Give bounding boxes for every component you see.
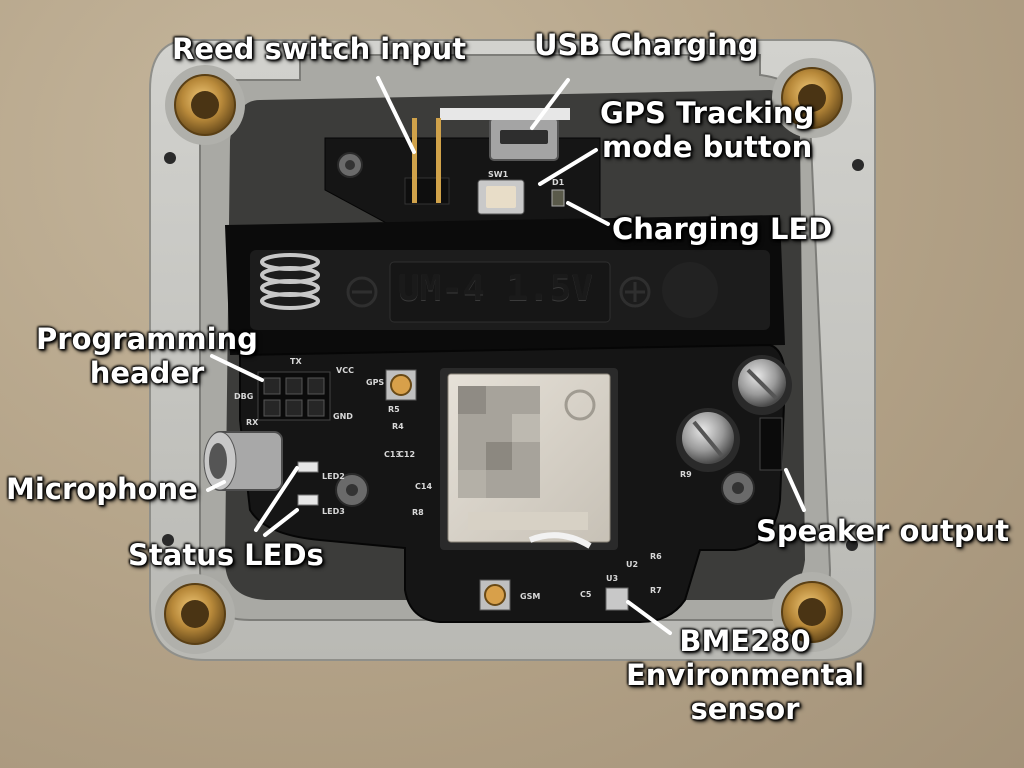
label-status-leds: Status LEDs bbox=[128, 538, 324, 572]
label-gps-button-line2: mode button bbox=[601, 130, 813, 164]
label-reed-switch: Reed switch input bbox=[172, 32, 467, 66]
silk-led3: LED3 bbox=[322, 507, 345, 516]
silk-r7: R7 bbox=[650, 586, 662, 595]
silk-u2: U2 bbox=[626, 560, 639, 569]
label-bme280-line3: sensor bbox=[690, 692, 800, 726]
silk-c12: C12 bbox=[398, 450, 416, 459]
silk-u3: U3 bbox=[606, 574, 619, 583]
label-speaker-output: Speaker output bbox=[756, 514, 1010, 548]
hole-bl bbox=[162, 534, 174, 546]
speaker-header bbox=[759, 417, 783, 471]
silk-rx: RX bbox=[246, 418, 259, 427]
label-usb-charging: USB Charging bbox=[534, 28, 759, 62]
silk-gps: GPS bbox=[366, 378, 385, 387]
silk-d1: D1 bbox=[552, 178, 565, 187]
label-programming-line2: header bbox=[89, 356, 205, 390]
microphone-part bbox=[203, 431, 283, 491]
label-charging-led: Charging LED bbox=[612, 212, 833, 246]
silk-r4: R4 bbox=[392, 422, 404, 431]
silk-vcc: VCC bbox=[336, 366, 354, 375]
silk-c13: C13 bbox=[384, 450, 402, 459]
bme280-chip bbox=[605, 587, 629, 611]
label-gps-button: GPS Tracking mode button bbox=[600, 96, 814, 164]
silk-r6: R6 bbox=[650, 552, 662, 561]
label-bme280: BME280 Environmental sensor bbox=[620, 624, 870, 726]
label-bme280-line2: Environmental bbox=[625, 658, 865, 692]
reed-switch-header bbox=[404, 177, 450, 205]
brass-insert-bottom-left bbox=[155, 574, 235, 654]
battery-spring bbox=[260, 253, 320, 310]
silk-gnd: GND bbox=[333, 412, 353, 421]
label-gps-button-line1: GPS Tracking bbox=[600, 96, 815, 130]
brass-insert-bottom-right bbox=[772, 572, 852, 652]
silk-c14: C14 bbox=[415, 482, 433, 491]
brass-insert-top-right bbox=[772, 58, 852, 138]
battery-marking: UM-4 1.5V bbox=[398, 268, 594, 309]
capacitor-top bbox=[732, 355, 792, 415]
hole-br bbox=[846, 539, 858, 551]
plus-symbol bbox=[619, 276, 651, 308]
gps-antenna-connector bbox=[385, 369, 417, 401]
status-led-2 bbox=[297, 461, 319, 473]
hole-tl bbox=[164, 152, 176, 164]
silk-r8: R8 bbox=[412, 508, 424, 517]
silk-led2: LED2 bbox=[322, 472, 345, 481]
minus-symbol bbox=[346, 276, 378, 308]
silk-r9: R9 bbox=[680, 470, 692, 479]
charging-led bbox=[551, 189, 565, 207]
hole-tr bbox=[852, 159, 864, 171]
label-programming-line1: Programming bbox=[36, 322, 258, 356]
label-programming-header: Programming header bbox=[32, 322, 262, 390]
silk-r5: R5 bbox=[388, 405, 400, 414]
label-bme280-line1: BME280 bbox=[679, 624, 811, 658]
silk-c5: C5 bbox=[580, 590, 592, 599]
silk-dbg: DBG bbox=[234, 392, 254, 401]
programming-header bbox=[257, 371, 331, 421]
status-led-3 bbox=[297, 494, 319, 506]
silk-sw1: SW1 bbox=[488, 170, 509, 179]
battery-contact-plus bbox=[662, 262, 718, 318]
silk-gsm: GSM bbox=[520, 592, 541, 601]
a9g-module bbox=[440, 368, 618, 550]
pointer-lines bbox=[206, 76, 806, 635]
silk-tx: TX bbox=[290, 357, 302, 366]
gsm-antenna-connector bbox=[479, 579, 511, 611]
label-microphone: Microphone bbox=[6, 472, 198, 506]
capacitor-bottom bbox=[676, 408, 740, 472]
brass-insert-top-left bbox=[165, 65, 245, 145]
